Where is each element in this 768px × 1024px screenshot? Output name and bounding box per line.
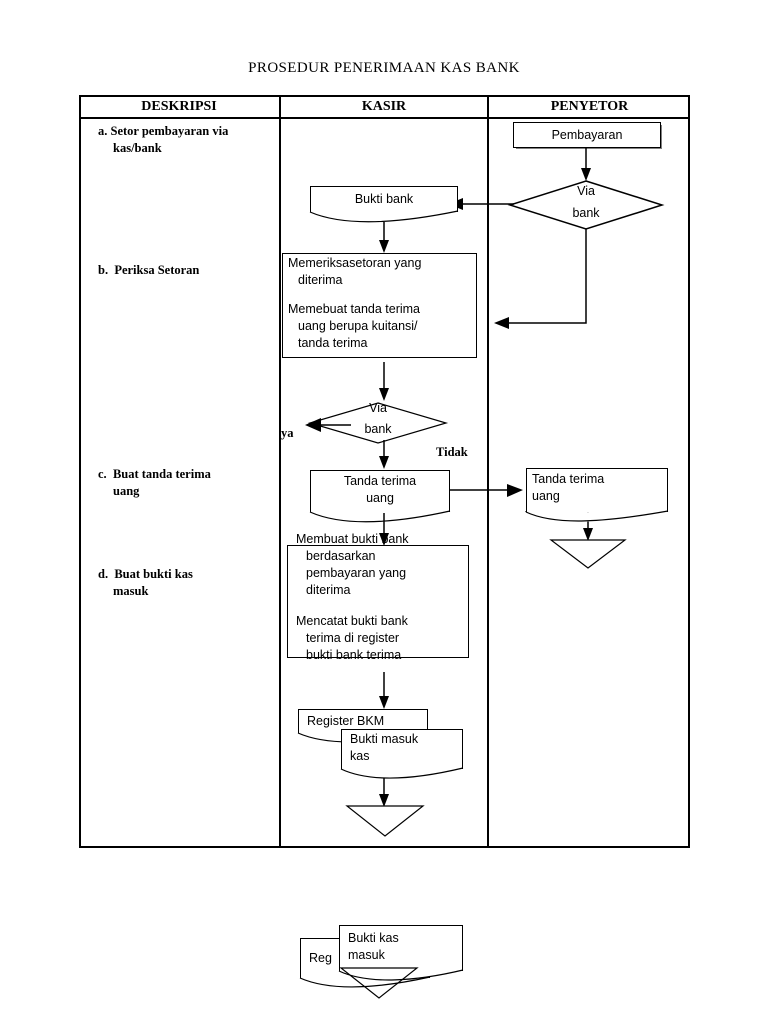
description-marker-c: c. [98, 467, 107, 481]
description-item-c: c. Buat tanda terima uang [98, 466, 278, 500]
bukti-bank-label: Bukti bank [310, 186, 458, 212]
viabank-penyetor-label-1: Via [577, 184, 595, 198]
bukti-kas-masuk-doc: Bukti kas masuk [338, 925, 464, 981]
bukti-bank-doc: Bukti bank [309, 186, 459, 223]
viabank-decision-kasir [307, 402, 449, 444]
tanda-terima-uang-kasir-doc: Tanda terima uang [309, 470, 451, 523]
description-text-a: Setor pembayaran via [110, 124, 229, 138]
viabank-penyetor-label-2: bank [572, 206, 600, 220]
table-frame [79, 95, 690, 848]
membuat-bukti-bank-box [287, 545, 469, 658]
column-header-penyetor: PENYETOR [550, 99, 629, 114]
arrow-periksa-to-viabank-kasir [379, 362, 389, 401]
pembayaran-box: Pembayaran [513, 122, 661, 148]
column-divider-1 [279, 95, 281, 848]
tanda-terima-penyetor-label-2: uang [532, 489, 560, 503]
tanda-terima-kasir-label-2: uang [366, 491, 394, 505]
ya-label: ya [281, 426, 294, 440]
membuat-line-7: bukti bank terima [306, 648, 402, 662]
description-item-a: a. Setor pembayaran via kas/bank [98, 123, 278, 157]
header-divider [79, 117, 690, 119]
description-marker-b: b. [98, 263, 109, 277]
bukti-masuk-kas-doc: Bukti masuk kas [340, 729, 464, 779]
bukti-kas-masuk-label-2: masuk [348, 948, 385, 962]
arrow-viabank-to-tandaterima-kasir [379, 440, 389, 469]
page-title: PROSEDUR PENERIMAAN KAS BANK [248, 60, 520, 76]
description-item-d: d. Buat bukti kas masuk [98, 566, 278, 600]
description-text-a2: kas/bank [113, 141, 162, 155]
membuat-bukti-bank-text: Membuat bukti bank berdasarkan pembayara… [296, 531, 496, 664]
bukti-masuk-label-2: kas [350, 749, 370, 763]
arrow-membuat-to-register [379, 672, 389, 709]
periksa-line-5: tanda terima [298, 336, 368, 350]
membuat-line-6: terima di register [306, 631, 400, 645]
column-header-kasir: KASIR [361, 99, 407, 114]
periksa-line-3: Memebuat tanda terima [288, 302, 421, 316]
arsip-triangle-kasir [345, 805, 425, 837]
arrow-tandaterima-to-membuat [379, 513, 389, 546]
register-bkm-label: Register BKM [298, 709, 428, 733]
arrow-buktibank-to-periksa [379, 222, 389, 253]
membuat-line-1: Membuat bukti bank [296, 532, 409, 546]
periksa-line-2: diterima [298, 273, 343, 287]
column-header-deskripsi: DESKRIPSI [141, 99, 217, 114]
description-text-b: Periksa Setoran [114, 263, 200, 277]
description-marker-d: d. [98, 567, 109, 581]
description-text-c2: uang [113, 484, 140, 498]
register-bkm-doc: Register BKM [297, 709, 429, 743]
description-text-d2: masuk [113, 584, 149, 598]
arsip-triangle-penyetor [549, 539, 627, 569]
description-text-c: Buat tanda terima [112, 467, 211, 481]
tanda-terima-kasir-label-1: Tanda terima [343, 474, 417, 488]
arrow-ya-branch [305, 418, 351, 432]
viabank-kasir-label-2: bank [364, 422, 392, 436]
arrow-viabank-down-to-periksa [494, 229, 587, 329]
arsip-triangle-bottom [339, 967, 419, 999]
periksa-setoran-box [282, 253, 477, 358]
viabank-kasir-label-1: Via [369, 401, 387, 415]
description-text-d: Buat bukti kas [114, 567, 193, 581]
periksa-line-4: uang berupa kuitansi/ [298, 319, 418, 333]
membuat-line-5: Mencatat bukti bank [296, 614, 408, 628]
tanda-terima-uang-penyetor-doc: Tanda terima uang [525, 468, 669, 522]
periksa-line-1: Memeriksasetoran yang [288, 256, 422, 270]
arrow-pembayaran-to-viabank [581, 148, 591, 181]
periksa-setoran-text: Memeriksasetoran yang diterima Memebuat … [288, 255, 488, 352]
membuat-line-2: berdasarkan [306, 549, 376, 563]
arrow-tidak-to-penyetor [449, 484, 523, 497]
tanda-terima-penyetor-label-1: Tanda terima [532, 472, 605, 486]
membuat-line-3: pembayaran yang [306, 566, 407, 580]
membuat-line-4: diterima [306, 583, 351, 597]
description-marker-a: a. [98, 124, 108, 138]
tidak-label: Tidak [436, 445, 468, 459]
bukti-masuk-label-1: Bukti masuk [350, 732, 419, 746]
description-item-b: b. Periksa Setoran [98, 262, 278, 279]
column-divider-2 [487, 95, 489, 848]
bukti-kas-masuk-label-1: Bukti kas [348, 931, 399, 945]
